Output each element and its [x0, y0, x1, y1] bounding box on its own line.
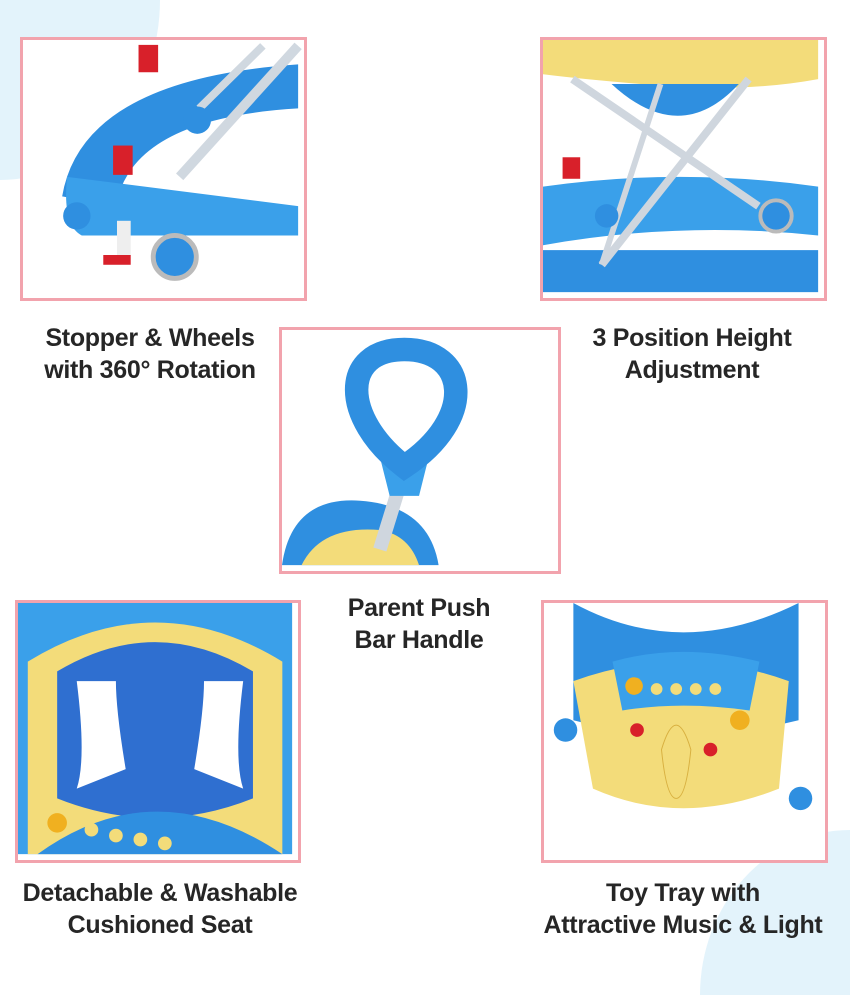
- feature-caption: Detachable & Washable Cushioned Seat: [15, 877, 305, 941]
- caption-line: Bar Handle: [354, 626, 484, 654]
- cushioned-seat-photo: [15, 600, 301, 863]
- caption-line: Toy Tray with: [606, 879, 760, 907]
- caption-line: Parent Push: [347, 594, 491, 622]
- caption-line: with 360° Rotation: [44, 356, 256, 384]
- caption-line: Detachable & Washable: [22, 879, 298, 907]
- push-bar-handle-photo: [279, 327, 561, 574]
- caption-line: Adjustment: [624, 356, 760, 384]
- caption-line: Attractive Music & Light: [543, 911, 823, 939]
- feature-caption: Toy Tray with Attractive Music & Light: [530, 877, 836, 941]
- feature-caption: Stopper & Wheels with 360° Rotation: [20, 322, 280, 386]
- caption-line: Stopper & Wheels: [45, 324, 255, 352]
- feature-caption: 3 Position Height Adjustment: [562, 322, 822, 386]
- caption-line: 3 Position Height: [592, 324, 792, 352]
- caption-line: Cushioned Seat: [67, 911, 253, 939]
- feature-caption: Parent Push Bar Handle: [290, 592, 548, 656]
- toy-tray-photo: [541, 600, 828, 863]
- height-adjustment-photo: [540, 37, 827, 301]
- stopper-wheels-photo: [20, 37, 307, 301]
